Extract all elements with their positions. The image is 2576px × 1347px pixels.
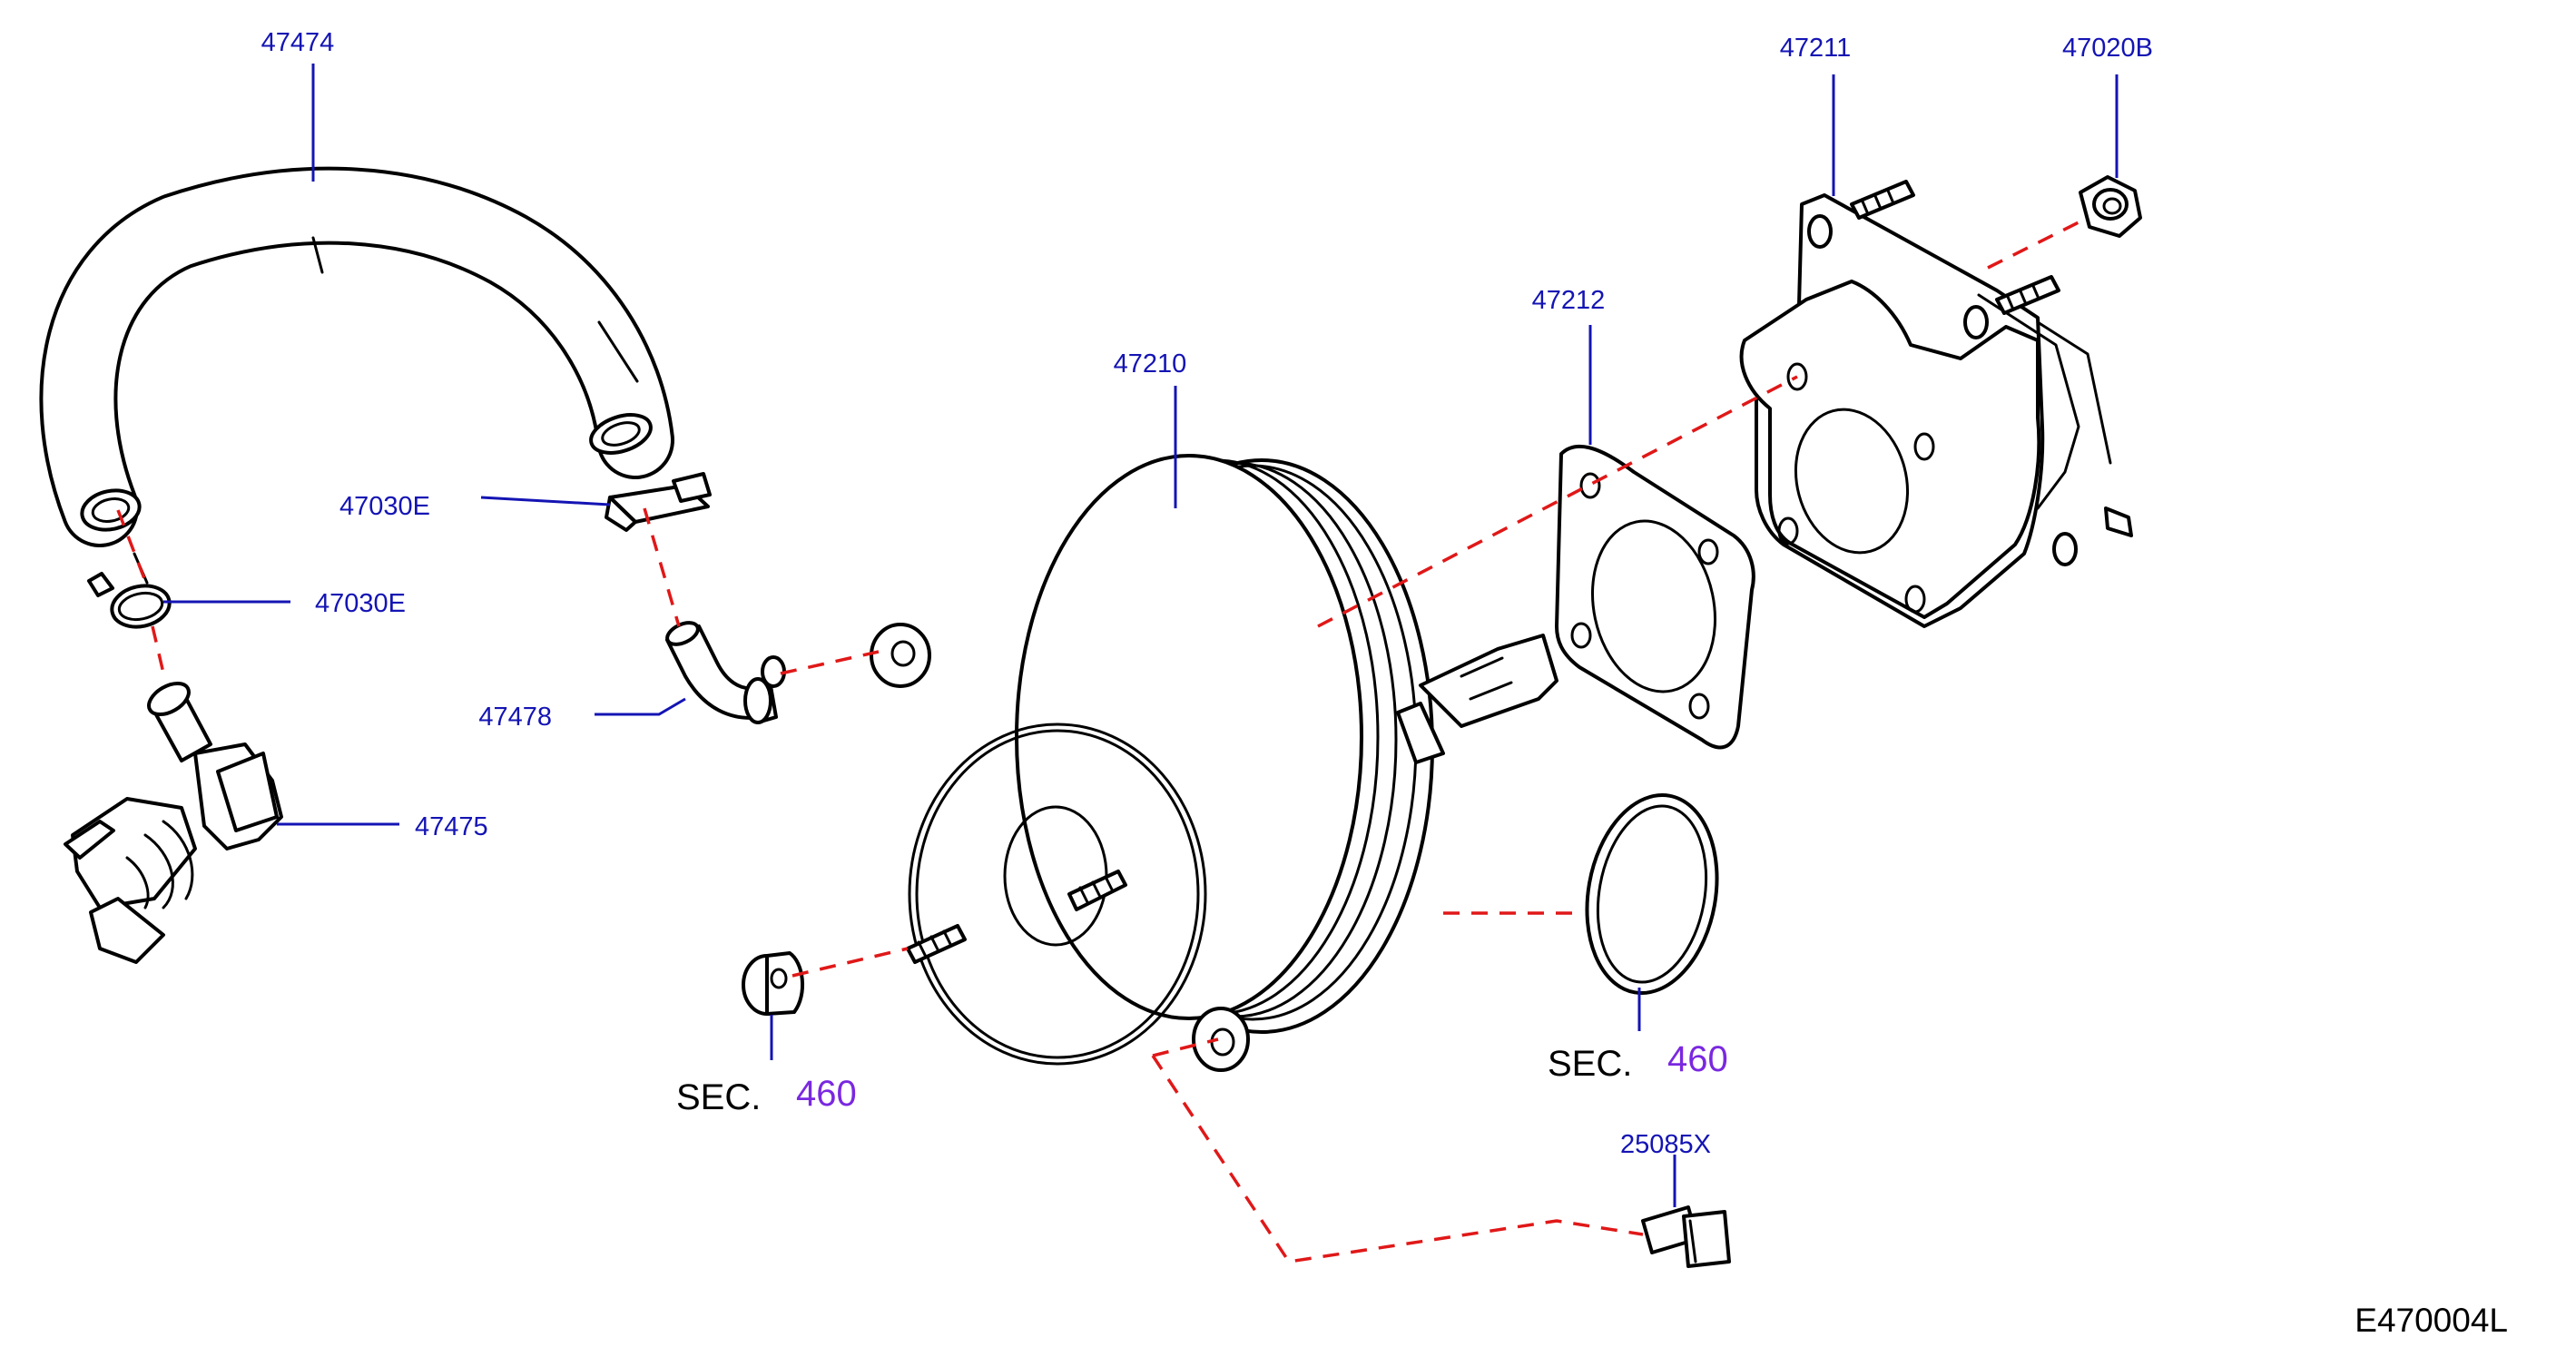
section-label: SEC. [1548,1044,1632,1084]
brake-booster-47210 [870,454,1558,1072]
hose-elbow-47478 [665,621,786,724]
bracket-47211 [1739,180,2133,628]
callout-47212: 47212 [1532,286,1606,315]
section-ref-left: SEC. 460 [676,1074,857,1117]
leader-lines [163,64,2119,1207]
callout-labels: 47474 47030E 47030E 47478 47475 47210 47… [261,28,2153,1159]
callout-47211: 47211 [1780,34,1852,63]
drawing-number: E470004L [2355,1302,2508,1339]
o-ring-seal [1585,792,1719,996]
section-number: 460 [796,1074,857,1114]
hose-clamp-47030e-lower [87,552,172,629]
section-number: 460 [1667,1039,1728,1079]
section-label: SEC. [676,1077,761,1117]
callout-47210: 47210 [1114,349,1187,379]
gasket-47212 [1555,444,1755,750]
check-valve-47475 [64,681,283,964]
callout-47474: 47474 [261,28,335,57]
grommet-seal-left [742,951,805,1016]
callout-47030e-upper: 47030E [339,492,430,521]
nut-47020b [2079,175,2142,238]
dashed-reference-lines [116,216,2089,1263]
connector-25085x [1641,1205,1731,1268]
hose-clip-47030e-upper [605,472,712,532]
vacuum-hose-47474 [39,166,674,547]
section-ref-right: SEC. 460 [1548,1039,1728,1084]
callout-47478: 47478 [478,703,552,732]
callout-47475: 47475 [415,812,488,841]
callout-25085x: 25085X [1620,1130,1711,1159]
callout-47030e-lower: 47030E [315,589,406,618]
callout-47020b: 47020B [2062,34,2153,63]
